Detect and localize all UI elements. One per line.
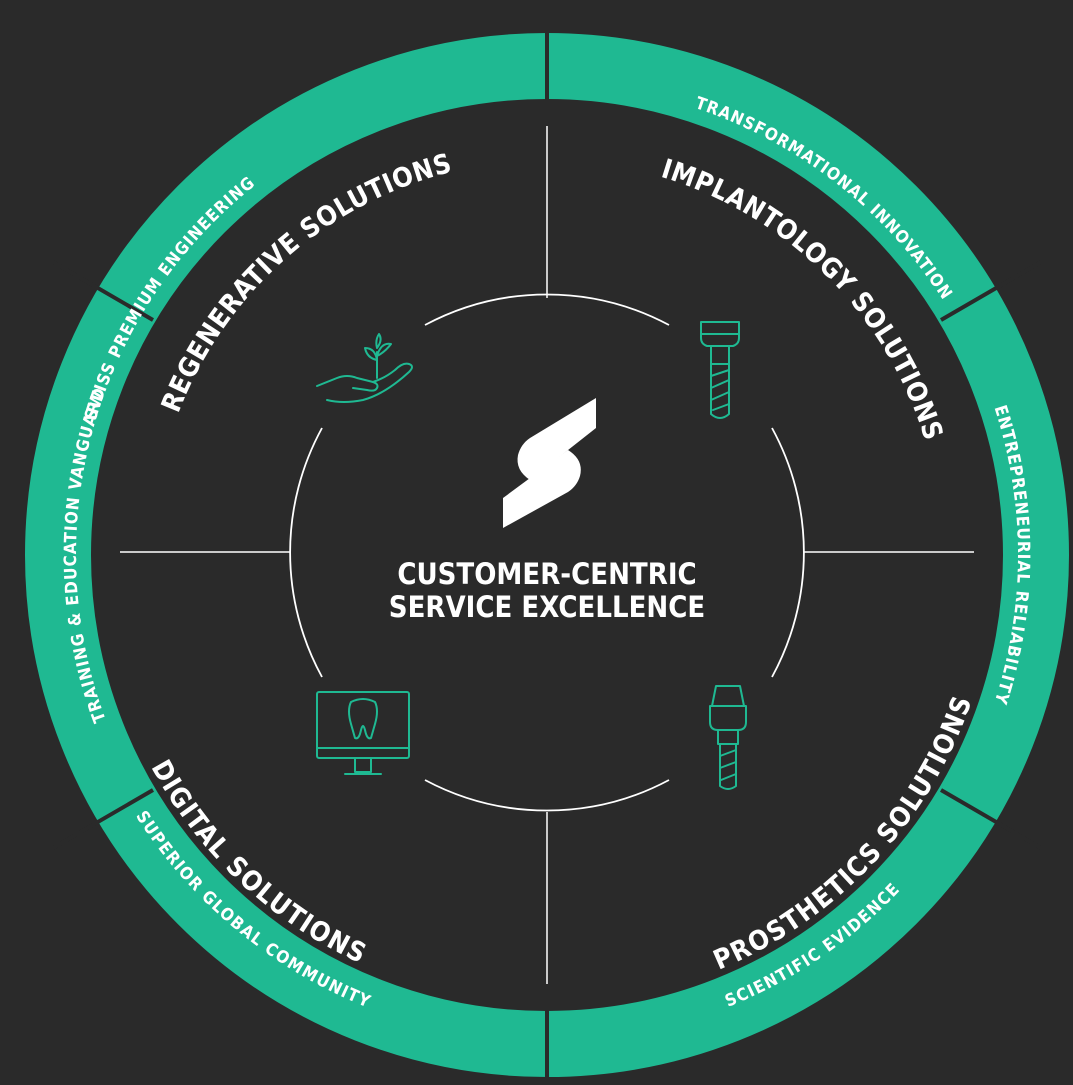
hand-plant-icon [316, 333, 413, 403]
ring-dividers [51, 0, 1043, 1085]
inner-circle-arcs [289, 293, 805, 812]
monitor-tooth-icon [316, 691, 410, 775]
center-title-line1: CUSTOMER-CENTRIC [397, 557, 696, 591]
center-title-line2: SERVICE EXCELLENCE [389, 590, 705, 624]
implant-screw-icon [700, 321, 740, 419]
abutment-icon [709, 685, 747, 790]
s-logo-icon [503, 398, 596, 528]
quadrant-lines [120, 126, 974, 984]
